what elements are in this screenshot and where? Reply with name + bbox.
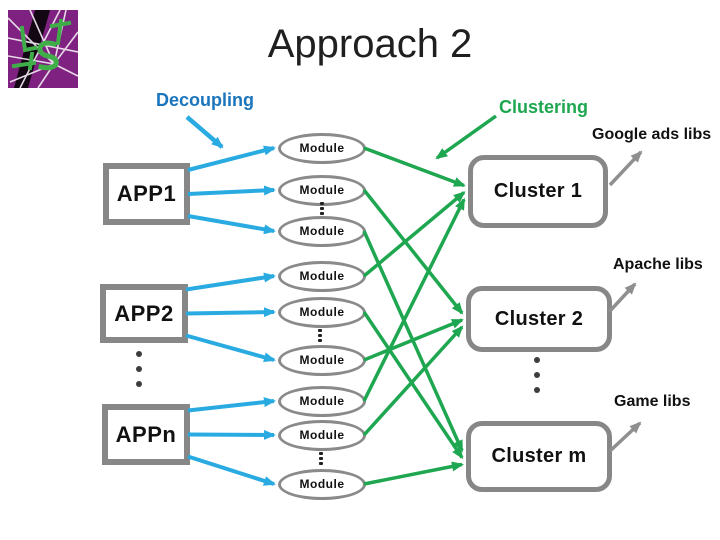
logo-letters [11, 18, 72, 71]
arrow-app1-m3 [187, 214, 276, 235]
dot [136, 381, 142, 387]
arrow-m5-cm [362, 311, 464, 460]
clustering-label: Clustering [499, 97, 589, 117]
module-m4: Module [278, 260, 366, 292]
clustering-arrow [435, 114, 498, 160]
arrow-app2-m5 [185, 307, 276, 318]
module-m1: Module [278, 132, 366, 164]
arrow-cm-lib3 [608, 421, 642, 453]
dot [319, 457, 323, 460]
arrow-m6-c2 [363, 318, 464, 362]
cluster-box-c1: Cluster 1 [468, 155, 608, 228]
arrow-appn-m9 [187, 454, 276, 486]
arrow-c1-lib1 [608, 150, 643, 187]
arrow-m4-c1 [362, 191, 466, 278]
module-m7: Module [278, 385, 366, 417]
app-box-app2: APP2 [100, 284, 188, 343]
dot [534, 387, 540, 393]
decoupling-arrow [185, 115, 224, 149]
ellipsis-dots-modules-1 [320, 202, 324, 215]
module-m3: Module [278, 215, 366, 247]
dot [318, 329, 322, 332]
arrow-appn-m8 [187, 429, 276, 440]
ellipsis-dots-modules-3 [319, 452, 323, 465]
dot [320, 212, 324, 215]
lib-label-lib3: Game libs [614, 393, 691, 410]
dot [318, 339, 322, 342]
module-m5: Module [278, 296, 366, 328]
decoupling-label: Decoupling [156, 90, 254, 110]
ellipsis-dots-apps [136, 351, 142, 387]
cluster-box-cm: Cluster m [466, 421, 612, 492]
dot [136, 351, 142, 357]
arrow-m1-c1 [363, 146, 466, 188]
dot [534, 357, 540, 363]
arrow-m7-c1 [362, 197, 466, 402]
dot [318, 334, 322, 337]
dot [319, 452, 323, 455]
ellipsis-dots-clusters [534, 357, 540, 393]
arrow-app1-m1 [187, 145, 276, 172]
arrow-m8-c2 [362, 325, 464, 437]
cluster-box-c2: Cluster 2 [466, 286, 612, 352]
dot [320, 202, 324, 205]
dot [320, 207, 324, 210]
module-m6: Module [278, 344, 366, 376]
arrow-app2-m4 [185, 272, 276, 292]
app-box-app1: APP1 [103, 163, 190, 225]
slide-title: Approach 2 [267, 22, 473, 66]
module-m8: Module [278, 419, 366, 451]
lib-label-lib2: Apache libs [613, 256, 703, 273]
arrow-m9-cm [363, 461, 464, 486]
list-logo [8, 10, 78, 88]
arrow-appn-m7 [187, 397, 276, 413]
arrow-c2-lib2 [607, 282, 637, 314]
dot [319, 462, 323, 465]
arrow-m3-cm [362, 230, 464, 453]
arrow-app1-m2 [187, 185, 276, 196]
dot [534, 372, 540, 378]
lib-label-lib1: Google ads libs [592, 126, 712, 143]
arrow-m2-c2 [362, 188, 464, 315]
ellipsis-dots-modules-2 [318, 329, 322, 342]
module-m2: Module [278, 174, 366, 206]
app-box-appn: APPn [102, 404, 190, 465]
dot [136, 366, 142, 372]
arrow-app2-m6 [185, 333, 276, 363]
module-m9: Module [278, 468, 366, 500]
